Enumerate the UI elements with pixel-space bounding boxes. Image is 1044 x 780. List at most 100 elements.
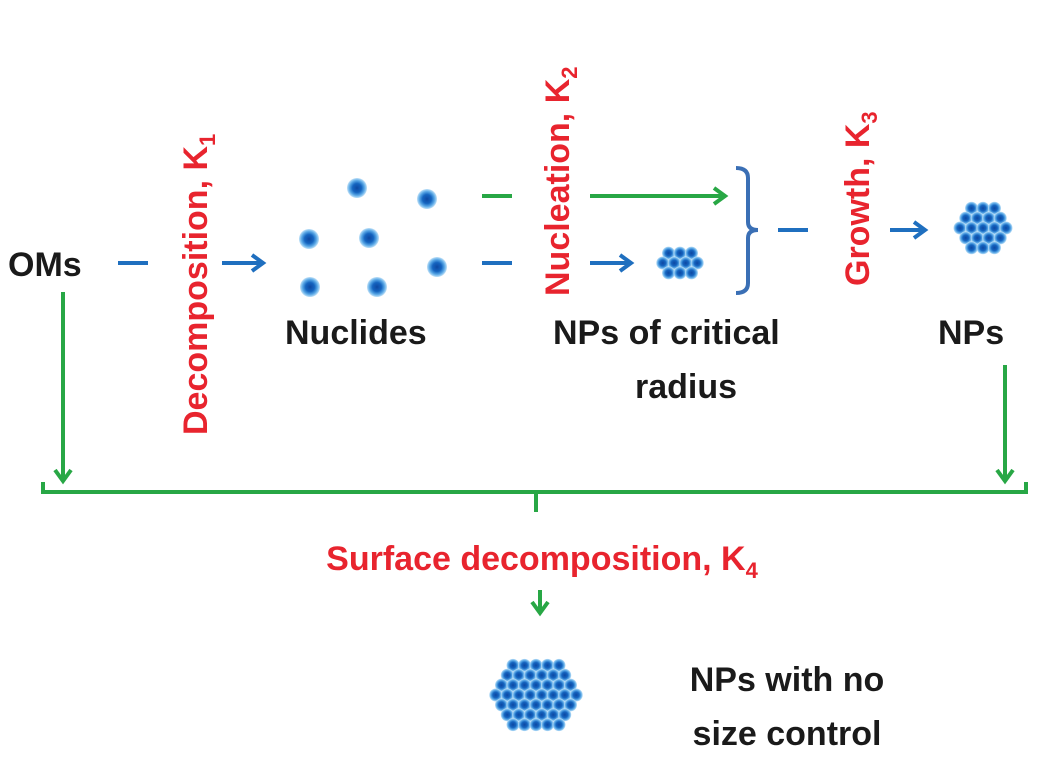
cluster-particle — [552, 718, 566, 732]
cluster-particle — [512, 668, 526, 682]
cluster-particle — [518, 698, 531, 712]
cluster-particle — [662, 266, 675, 280]
cluster-particle — [959, 231, 973, 245]
no-size-control-cluster — [489, 658, 583, 732]
growth-arrowhead — [912, 220, 929, 240]
cluster-particle — [506, 698, 520, 712]
oms-to-nuclides-arrowhead — [250, 253, 267, 273]
cluster-particle — [970, 231, 984, 245]
oms-down-arrowhead — [53, 468, 73, 485]
cluster-particle — [569, 688, 583, 702]
connectors — [41, 166, 1028, 617]
cluster-particle — [495, 678, 508, 692]
nucleation-green-arrowhead — [712, 186, 729, 206]
cluster-particle — [518, 718, 531, 732]
cluster-particle — [993, 211, 1007, 225]
cluster-particle — [552, 678, 566, 692]
cluster-particle — [541, 658, 554, 672]
nps-down-arrowhead — [995, 468, 1015, 485]
decomposition-step-label: Decomposition, K1 — [177, 134, 220, 435]
cluster-particle — [506, 718, 520, 732]
cluster-particle — [529, 698, 543, 712]
cluster-particle — [999, 221, 1013, 235]
cluster-particle — [685, 246, 698, 260]
nps-label: NPs — [938, 314, 1004, 352]
cluster-particle — [982, 211, 996, 225]
cluster-particle — [541, 678, 554, 692]
cluster-particle — [965, 221, 978, 235]
cluster-particle — [988, 221, 1001, 235]
nuclide-particle — [427, 257, 447, 277]
cluster-particle — [541, 698, 554, 712]
cluster-particle — [679, 256, 693, 270]
cluster-particle — [535, 668, 549, 682]
cluster-particle — [993, 231, 1007, 245]
cluster-particle — [546, 688, 560, 702]
cluster-particle — [523, 668, 537, 682]
cluster-particle — [662, 246, 675, 260]
cluster-particle — [976, 241, 990, 255]
cluster-particle — [552, 658, 566, 672]
merge-bracket — [735, 166, 759, 295]
cluster-particle — [500, 668, 514, 682]
cluster-particle — [564, 698, 577, 712]
cluster-particle — [552, 698, 566, 712]
cluster-particle — [965, 201, 978, 215]
critical-radius-cluster — [656, 246, 704, 280]
nuclide-particle — [359, 228, 379, 248]
nuclide-particles — [299, 178, 447, 297]
cluster-particle — [518, 658, 531, 672]
cluster-particle — [558, 668, 572, 682]
nuclide-particle — [300, 277, 320, 297]
cluster-particle — [982, 231, 996, 245]
cluster-particle — [546, 668, 560, 682]
nps-no-control-label-line1: NPs with no — [690, 661, 885, 699]
cluster-particle — [673, 266, 687, 280]
cluster-particle — [988, 241, 1001, 255]
nucleation-step-label: Nucleation, K2 — [539, 67, 582, 297]
nps-critical-label-line1: NPs of critical — [553, 314, 780, 352]
cluster-particle — [965, 241, 978, 255]
cluster-particle — [667, 256, 681, 270]
cluster-particle — [988, 201, 1001, 215]
nuclide-particle — [299, 229, 319, 249]
nuclide-particle — [367, 277, 387, 297]
cluster-particle — [529, 658, 543, 672]
cluster-particle — [523, 688, 537, 702]
nuclides-to-critical-arrowhead — [618, 253, 635, 273]
surface-decomposition-step-label: Surface decomposition, K4 — [326, 540, 758, 583]
cluster-particle — [512, 688, 526, 702]
cluster-particle — [558, 688, 572, 702]
nuclide-particle — [347, 178, 367, 198]
cluster-particle — [959, 211, 973, 225]
cluster-particle — [976, 221, 990, 235]
nps-critical-label-line2: radius — [635, 368, 737, 406]
cluster-particle — [506, 678, 520, 692]
cluster-particle — [546, 708, 560, 722]
oms-label: OMs — [8, 246, 82, 284]
cluster-particle — [529, 718, 543, 732]
cluster-particle — [523, 708, 537, 722]
cluster-particle — [970, 211, 984, 225]
surface-bracket — [41, 482, 1028, 512]
nps-no-control-label-line2: size control — [693, 715, 882, 753]
cluster-particle — [656, 256, 670, 270]
nuclide-particle — [417, 189, 437, 209]
cluster-particle — [564, 678, 577, 692]
cluster-particle — [673, 246, 687, 260]
nuclides-label: Nuclides — [285, 314, 427, 352]
cluster-particle — [500, 688, 514, 702]
cluster-particle — [529, 678, 543, 692]
cluster-particle — [976, 201, 990, 215]
cluster-particle — [541, 718, 554, 732]
cluster-particle — [489, 688, 503, 702]
cluster-particle — [690, 256, 704, 270]
growth-step-label: Growth, K3 — [839, 111, 882, 286]
cluster-particle — [535, 708, 549, 722]
cluster-particle — [558, 708, 572, 722]
cluster-particle — [500, 708, 514, 722]
cluster-particle — [685, 266, 698, 280]
final-down-arrowhead — [530, 600, 550, 617]
nps-cluster — [953, 201, 1013, 255]
